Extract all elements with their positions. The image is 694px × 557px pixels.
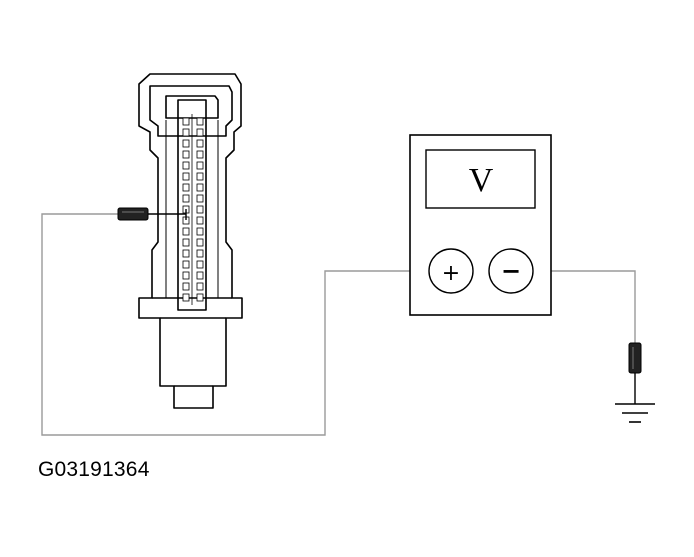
connector-pin	[182, 117, 190, 126]
connector-rail	[177, 99, 207, 311]
connector-body	[138, 73, 243, 409]
ground-symbol-icon	[615, 403, 655, 423]
connector-pin	[182, 249, 190, 258]
connector-pin	[196, 216, 204, 225]
connector-pin	[182, 271, 190, 280]
connector-cap-inner	[149, 85, 233, 137]
connector-pin	[196, 282, 204, 291]
connector-pin	[196, 161, 204, 170]
ground-probe-handle	[628, 342, 642, 374]
negative-terminal-label: −	[501, 257, 521, 285]
wires	[41, 213, 636, 436]
figure-id: G03191364	[38, 458, 150, 481]
connector-pin	[182, 150, 190, 159]
connector-pin	[196, 194, 204, 203]
connector-pin	[182, 161, 190, 170]
connector-pin	[182, 128, 190, 137]
connector-cap-window	[165, 95, 219, 119]
back-probe	[117, 207, 187, 221]
connector-pin	[196, 205, 204, 214]
positive-terminal	[428, 248, 474, 294]
connector-pin	[182, 238, 190, 247]
wire-probe-to-positive	[41, 213, 428, 436]
connector-pin	[196, 139, 204, 148]
ground-probe	[628, 342, 642, 404]
connector-pin	[196, 293, 204, 302]
connector	[138, 73, 243, 409]
positive-terminal-label: +	[442, 261, 460, 286]
voltmeter: V + −	[409, 134, 552, 316]
connector-pin	[182, 183, 190, 192]
connector-pin	[196, 227, 204, 236]
connector-pin	[196, 150, 204, 159]
negative-terminal	[488, 248, 534, 294]
connector-pin	[196, 172, 204, 181]
voltmeter-display-unit: V	[469, 162, 494, 199]
connector-pin	[196, 249, 204, 258]
connector-pin	[182, 227, 190, 236]
connector-pin	[196, 117, 204, 126]
connector-pin	[182, 172, 190, 181]
connector-pin	[196, 183, 204, 192]
connector-pin	[182, 293, 190, 302]
connector-pin	[182, 194, 190, 203]
probe-handle	[117, 207, 149, 221]
connector-pin	[196, 128, 204, 137]
connector-pin	[182, 282, 190, 291]
connector-pin	[196, 260, 204, 269]
connector-pin	[182, 139, 190, 148]
voltmeter-display	[425, 149, 536, 209]
connector-pin	[196, 238, 204, 247]
connector-pin	[182, 260, 190, 269]
wire-negative-to-ground	[534, 270, 636, 345]
connector-pin	[196, 271, 204, 280]
